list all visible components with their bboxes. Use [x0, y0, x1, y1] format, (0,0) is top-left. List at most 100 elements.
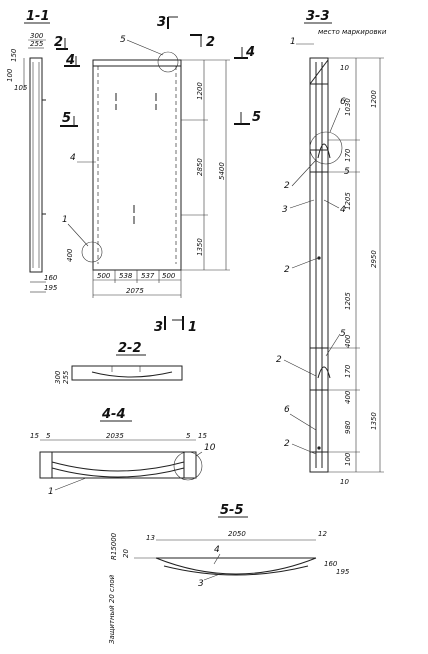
dim-2075: 2075	[126, 287, 144, 295]
side-bar-dot-1	[317, 256, 321, 260]
dim-150-label: 150	[10, 48, 18, 62]
section-5-5-dim-13: 13	[146, 534, 155, 542]
section-5-5-dim-12: 12	[318, 530, 327, 538]
side-top-diagonal	[309, 59, 329, 85]
marker-10: 10	[204, 443, 216, 453]
marker-4-section-5-leader	[213, 553, 221, 565]
section-2-2-dim-300: 300	[54, 370, 62, 384]
section-5-5-title: 5-5	[220, 503, 244, 518]
marker-3-section-5: 3	[198, 579, 204, 589]
marker-2-side-c: 2	[276, 355, 282, 365]
marker-10-leader	[195, 451, 203, 457]
section-2-2-title: 2-2	[118, 341, 142, 356]
section-5-5: 5-5 13 2050 12 4 3 160 195 R15000 20 Защ…	[108, 503, 350, 644]
marker-4-side: 4	[340, 205, 346, 215]
side-dim-1030: 1030	[344, 98, 352, 116]
cut-3-label-top: 3	[157, 15, 166, 30]
section-1-1-outline	[29, 57, 43, 273]
dim-538: 538	[119, 272, 133, 280]
marker-5-side-bottom: 5	[340, 329, 346, 339]
marker-4-plan: 4	[70, 153, 76, 163]
marker-2-side-c-leader	[283, 359, 317, 377]
side-bottom-rib	[309, 451, 329, 473]
marker-3-side-leader	[289, 199, 315, 209]
dim-105-label: 105	[14, 84, 28, 92]
section-4-4-dim-15-right: 15	[198, 432, 207, 440]
side-bar-dot-2	[317, 446, 321, 450]
section-1-1: 1-1 300 255 150 100 105 160 195	[6, 9, 58, 293]
cut-4-label-right: 4	[245, 45, 255, 60]
marker-2-side-a-leader	[291, 159, 317, 187]
section-5-5-radius: R15000	[110, 532, 118, 560]
section-4-4-detail-circle	[173, 451, 203, 481]
section-2-2-slab-curve	[91, 371, 173, 378]
side-dim-1205-bottom: 1205	[344, 292, 352, 310]
marker-2-side-d: 2	[284, 439, 290, 449]
side-top-rib	[309, 57, 329, 85]
dim-1350-plan: 1350	[196, 238, 204, 256]
marker-1-section-4-leader	[54, 477, 87, 491]
cut-4-label-left: 4	[65, 53, 75, 68]
marker-2-side-d-leader	[291, 443, 317, 455]
section-4-4-slab-curve	[51, 461, 185, 472]
dim-500-b: 500	[162, 272, 176, 280]
cut-2-label-right: 2	[206, 35, 215, 50]
marker-1-side: 1	[290, 37, 296, 47]
side-dim-1205-top: 1205	[344, 192, 352, 210]
section-5-5-inner-curve	[163, 565, 309, 576]
side-dim-1350: 1350	[370, 412, 378, 430]
marker-6-bottom-leader	[289, 413, 317, 431]
marker-5-side-bottom-leader	[325, 333, 341, 357]
panel-outline	[92, 59, 182, 271]
main-plan-view: 5 4 1 2 4 5 3 2 4 5 3 1	[54, 15, 261, 335]
section-4-4-slab-curve-2	[51, 467, 185, 478]
section-2-2: 2-2 300 255	[54, 341, 183, 384]
marker-2-side-b: 2	[284, 265, 290, 275]
dim-160-label: 160	[44, 274, 58, 282]
section-4-4: 4-4 15 5 2035 5 15 10 1	[30, 407, 216, 497]
cut-5-label-left: 5	[62, 111, 71, 126]
side-dim-170-170-top: 170	[344, 148, 352, 162]
dim-300-label: 300	[30, 32, 44, 40]
cut-5-label-right: 5	[252, 110, 261, 125]
cut-3-label-bottom: 3	[154, 320, 163, 335]
dim-255-label: 255	[30, 40, 44, 48]
side-rib-upper	[309, 149, 329, 173]
marker-1-section-4: 1	[48, 487, 54, 497]
marker-1-plan: 1	[62, 215, 68, 225]
detail-circle-5	[157, 51, 179, 73]
section-2-2-dim-255: 255	[62, 370, 70, 384]
section-3-3: 3-3 место маркировки 1 6 5 2 3 4 2 5 2	[276, 9, 387, 486]
side-dim-170-170-bottom: 170	[344, 364, 352, 378]
side-rib-lower	[309, 347, 329, 391]
cut-1-label-bottom: 1	[188, 320, 197, 335]
marker-4-side-leader	[323, 199, 340, 209]
dim-195-label: 195	[44, 284, 58, 292]
section-1-1-title: 1-1	[26, 9, 50, 24]
dim-5400-plan: 5400	[218, 162, 226, 180]
side-dim-1200: 1200	[370, 90, 378, 108]
section-4-4-dim-2035: 2035	[106, 432, 124, 440]
side-detail-circle	[309, 131, 343, 165]
side-dim-980: 980	[344, 420, 352, 434]
section-2-2-outline	[71, 365, 183, 381]
marker-6-top-leader	[329, 107, 341, 133]
marker-5-top: 5	[120, 35, 126, 45]
section-4-4-outline	[39, 451, 197, 479]
side-dim-2950: 2950	[370, 250, 378, 268]
side-dim-400-b: 400	[344, 390, 352, 404]
marker-2-side-a: 2	[284, 181, 290, 191]
dim-500-a: 500	[97, 272, 111, 280]
marker-1-plan-leader	[67, 223, 89, 247]
side-loop-lower	[317, 366, 331, 379]
section-3-3-title: 3-3	[306, 9, 330, 24]
detail-circle-1	[81, 241, 103, 263]
marker-4-section-5: 4	[214, 545, 220, 555]
panel-top-rib	[92, 59, 182, 67]
dim-1200-plan: 1200	[196, 82, 204, 100]
section-4-4-title: 4-4	[101, 407, 126, 422]
section-5-5-dim-160: 160	[324, 560, 338, 568]
dim-100-label: 100	[6, 68, 14, 82]
marker-5-top-leader	[126, 39, 164, 56]
